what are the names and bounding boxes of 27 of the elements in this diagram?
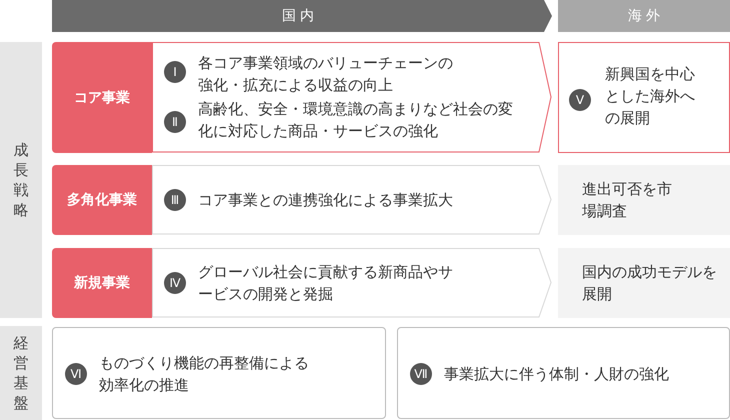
arrow-panel (152, 42, 552, 153)
arrow-panel (152, 165, 552, 235)
item-text: グローバル社会に貢献する新商品やサービスの開発と発掘 (198, 262, 453, 305)
header-band: 海 外 (558, 0, 730, 32)
header-band: 国 内 (52, 0, 552, 32)
item-text: コア事業との連携強化による事業拡大 (198, 190, 454, 211)
numeral-badge: Ⅵ (65, 363, 87, 385)
category-label: 新規事業 (52, 248, 152, 318)
side-band (0, 326, 42, 420)
side-label: 成長戦略 (14, 140, 28, 220)
item-text: 各コア事業領域のバリューチェーンの強化・拡充による収益の向上 (198, 53, 454, 96)
numeral-badge: Ⅶ (410, 363, 432, 385)
item-text: 事業拡大に伴う体制・人財の強化 (444, 364, 670, 385)
side-band (0, 42, 42, 318)
arrow-panel (152, 248, 552, 318)
item-text: 高齢化、安全・環境意識の高まりなど社会の変化に対応した商品・サービスの強化 (198, 99, 514, 142)
item-text: 新興国を中心とした海外への展開 (605, 64, 696, 129)
strategy-box (558, 42, 730, 153)
numeral-badge: Ⅴ (569, 89, 591, 111)
side-label: 経営基盤 (14, 333, 28, 413)
item-text: 進出可否を市場調査 (582, 179, 673, 222)
item-text: ものづくり機能の再整備による効率化の推進 (99, 353, 310, 396)
foundation-box (397, 327, 730, 419)
item-text: 国内の成功モデルを展開 (582, 262, 718, 305)
category-label: 多角化事業 (52, 165, 152, 235)
foundation-box (52, 327, 386, 419)
category-label: コア事業 (52, 42, 152, 153)
